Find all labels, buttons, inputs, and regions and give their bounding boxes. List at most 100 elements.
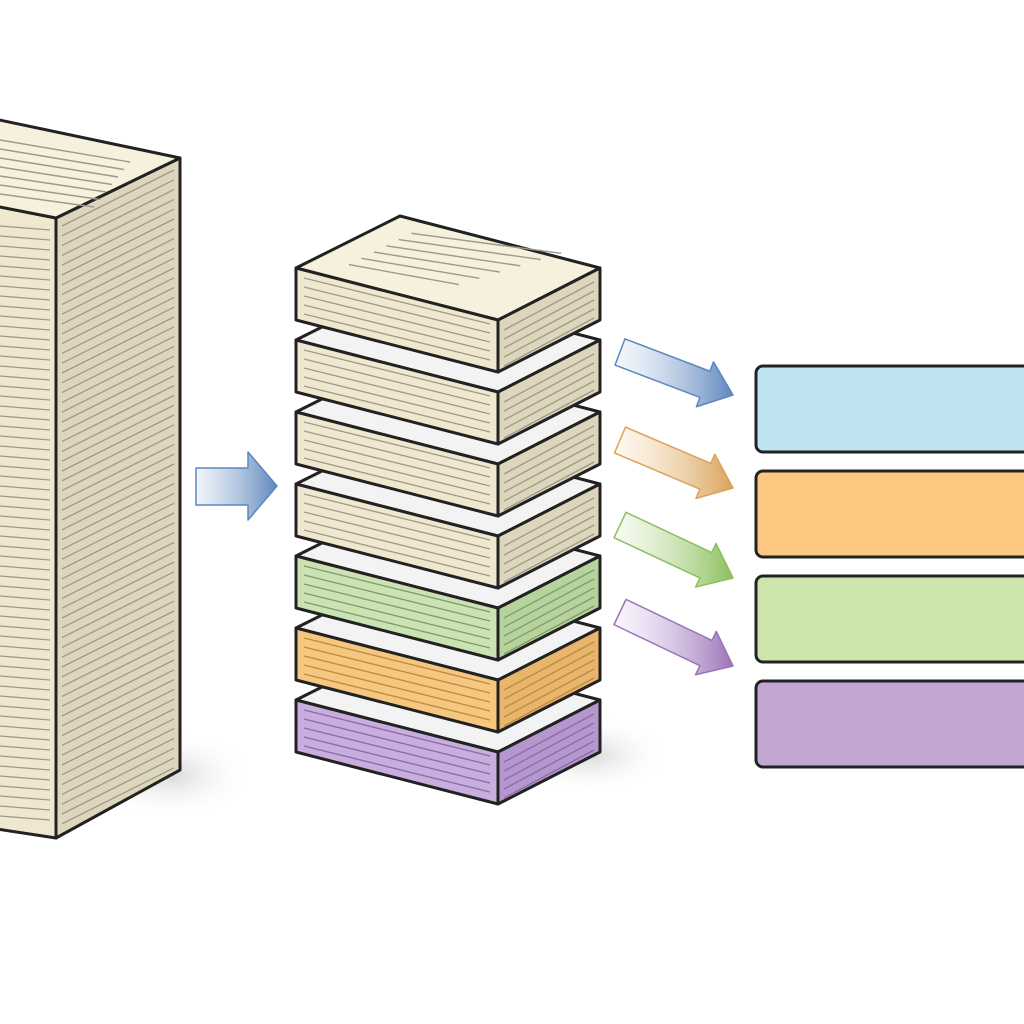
- text-line: [0, 525, 51, 531]
- stack-top-lines: [0, 139, 131, 208]
- text-line: [61, 708, 175, 766]
- text-line: [0, 545, 51, 551]
- text-line: [0, 665, 51, 671]
- text-line: [303, 655, 491, 703]
- text-line: [61, 316, 175, 374]
- category-bar-blue: [754, 364, 1024, 454]
- text-line: [61, 571, 175, 629]
- category-bar-purple: [754, 679, 1024, 769]
- text-line: [0, 595, 51, 601]
- text-line: [0, 425, 51, 431]
- stack-side-face: [54, 156, 182, 840]
- text-line: [0, 695, 51, 701]
- text-line: [0, 355, 51, 361]
- text-line: [386, 245, 521, 267]
- text-line: [303, 745, 491, 793]
- text-line: [503, 740, 595, 790]
- text-line: [61, 639, 175, 697]
- text-line: [61, 610, 175, 668]
- text-line: [61, 345, 175, 403]
- text-line: [503, 587, 595, 637]
- text-line: [61, 355, 175, 413]
- text-line: [61, 747, 175, 805]
- text-line: [0, 655, 51, 661]
- text-line: [0, 235, 51, 241]
- text-line: [61, 502, 175, 560]
- text-line: [303, 349, 491, 397]
- text-line: [0, 745, 51, 751]
- arrow-green-icon: [613, 511, 734, 588]
- text-line: [61, 590, 175, 648]
- text-line: [61, 483, 175, 541]
- text-line: [0, 725, 51, 731]
- text-line: [503, 461, 595, 511]
- text-line: [0, 575, 51, 581]
- text-line: [503, 506, 595, 556]
- text-line: [503, 308, 595, 358]
- text-line: [503, 731, 595, 781]
- text-line: [0, 245, 51, 251]
- text-line: [503, 443, 595, 493]
- text-line: [0, 225, 51, 231]
- text-line: [61, 375, 175, 433]
- text-line: [0, 395, 51, 401]
- text-line: [61, 179, 175, 237]
- category-bars: [754, 364, 1024, 769]
- text-line: [0, 645, 51, 651]
- chunk-block-1: [294, 214, 602, 374]
- text-line: [503, 533, 595, 583]
- text-line: [0, 455, 51, 461]
- text-line: [503, 650, 595, 700]
- text-line: [0, 535, 51, 541]
- stack-top-face: [0, 118, 182, 220]
- text-line: [61, 551, 175, 609]
- text-line: [61, 473, 175, 531]
- text-line: [0, 265, 51, 271]
- text-line: [503, 668, 595, 718]
- text-line: [61, 453, 175, 511]
- text-line: [503, 641, 595, 691]
- text-line: [303, 574, 491, 622]
- text-line: [303, 565, 491, 613]
- text-line: [0, 157, 119, 178]
- text-line: [61, 512, 175, 570]
- text-line: [0, 335, 51, 341]
- text-line: [61, 296, 175, 354]
- text-line: [303, 376, 491, 424]
- text-line: [61, 659, 175, 717]
- text-line: [61, 277, 175, 335]
- text-line: [503, 677, 595, 727]
- text-line: [373, 251, 500, 273]
- text-line: [61, 443, 175, 501]
- text-line: [503, 524, 595, 574]
- text-line: [0, 275, 51, 281]
- text-line: [0, 625, 51, 631]
- text-line: [303, 673, 491, 721]
- stack-front-lines: [0, 225, 51, 821]
- text-line: [303, 430, 491, 478]
- text-line: [303, 313, 491, 361]
- text-line: [503, 659, 595, 709]
- text-line: [503, 299, 595, 349]
- text-line: [61, 424, 175, 482]
- text-line: [61, 630, 175, 688]
- text-line: [61, 492, 175, 550]
- text-line: [348, 263, 460, 286]
- text-line: [0, 755, 51, 761]
- text-line: [61, 404, 175, 462]
- text-line: [503, 452, 595, 502]
- text-line: [398, 238, 541, 261]
- text-line: [61, 208, 175, 266]
- text-line: [0, 805, 51, 811]
- text-line: [303, 511, 491, 559]
- text-line: [61, 649, 175, 707]
- text-line: [503, 515, 595, 565]
- text-line: [0, 139, 131, 163]
- text-line: [0, 615, 51, 621]
- text-line: [303, 367, 491, 415]
- text-line: [61, 169, 175, 227]
- text-line: [0, 305, 51, 311]
- text-line: [303, 304, 491, 352]
- text-line: [303, 664, 491, 712]
